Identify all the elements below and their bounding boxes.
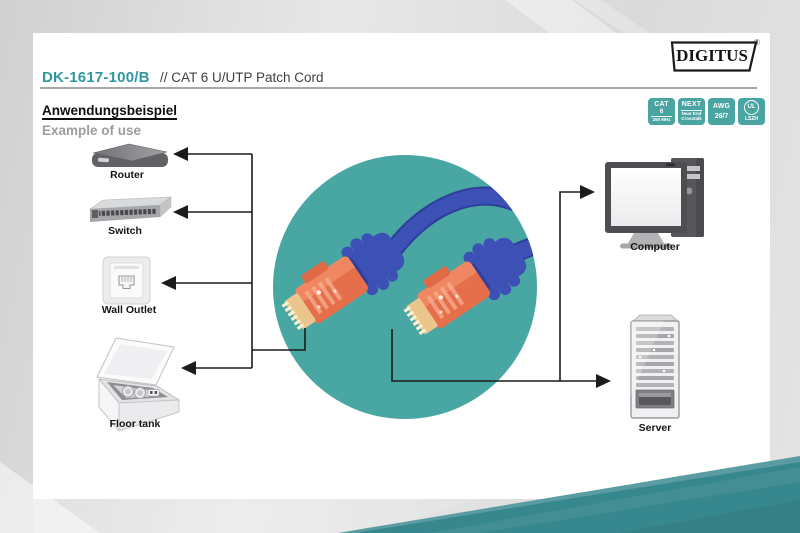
rj45-connector-left	[281, 232, 405, 331]
server-icon	[630, 314, 681, 419]
badge-ul-label: LSZH	[744, 116, 759, 122]
badge-ul-lszh: UL LSZH	[738, 98, 765, 125]
badge-cat6-line2: 6	[659, 108, 664, 115]
label-router: Router	[110, 169, 144, 181]
registered-mark-icon: ®	[753, 38, 760, 47]
badge-divider	[651, 116, 672, 117]
teal-corner-shape	[338, 456, 800, 533]
ul-mark-icon: UL	[744, 100, 759, 115]
logo-text: DIGITUS	[676, 46, 748, 65]
rj45-connector-right	[403, 237, 527, 336]
connection-lines	[176, 153, 597, 382]
floor-tank-icon	[96, 337, 180, 432]
logo-trapezoid	[670, 41, 758, 72]
label-wall-outlet: Wall Outlet	[101, 304, 157, 316]
badge-next-line3: Crosstalk	[681, 115, 702, 121]
section-title-de: Anwendungsbeispiel	[42, 103, 178, 118]
badge-next-line2: Near End	[681, 111, 702, 116]
label-switch: Switch	[108, 225, 142, 237]
section-title-en: Example of use	[42, 123, 142, 138]
switch-icon	[88, 196, 172, 222]
header-rule	[40, 87, 757, 89]
badge-next: NEXT Near End Crosstalk	[678, 98, 705, 125]
badge-cat6-line1: CAT	[654, 101, 669, 108]
product-code: DK-1617-100/B	[42, 69, 150, 86]
router-icon	[92, 143, 168, 167]
certification-badges: CAT 6 250 MHz NEXT Near End Crosstalk AW…	[648, 98, 765, 125]
product-title: // CAT 6 U/UTP Patch Cord	[160, 70, 324, 85]
badge-cat6-line3: 250 MHz	[652, 117, 671, 122]
badge-cat6: CAT 6 250 MHz	[648, 98, 675, 125]
badge-awg-line1: AWG	[712, 103, 731, 110]
label-server: Server	[638, 422, 672, 434]
arrowheads	[161, 147, 611, 388]
badge-awg-line2: 26/7	[714, 113, 729, 120]
label-floor-tank: Floor tank	[109, 418, 161, 430]
computer-icon	[605, 158, 704, 249]
badge-next-line1: NEXT	[681, 101, 702, 108]
digitus-logo: DIGITUS ®	[670, 38, 760, 72]
label-computer: Computer	[630, 241, 680, 253]
patch-cord-image	[281, 186, 537, 336]
teal-circle	[273, 155, 537, 419]
wall-outlet-icon	[102, 256, 151, 305]
badge-divider	[681, 110, 702, 111]
badge-awg: AWG 26/7	[708, 98, 735, 125]
